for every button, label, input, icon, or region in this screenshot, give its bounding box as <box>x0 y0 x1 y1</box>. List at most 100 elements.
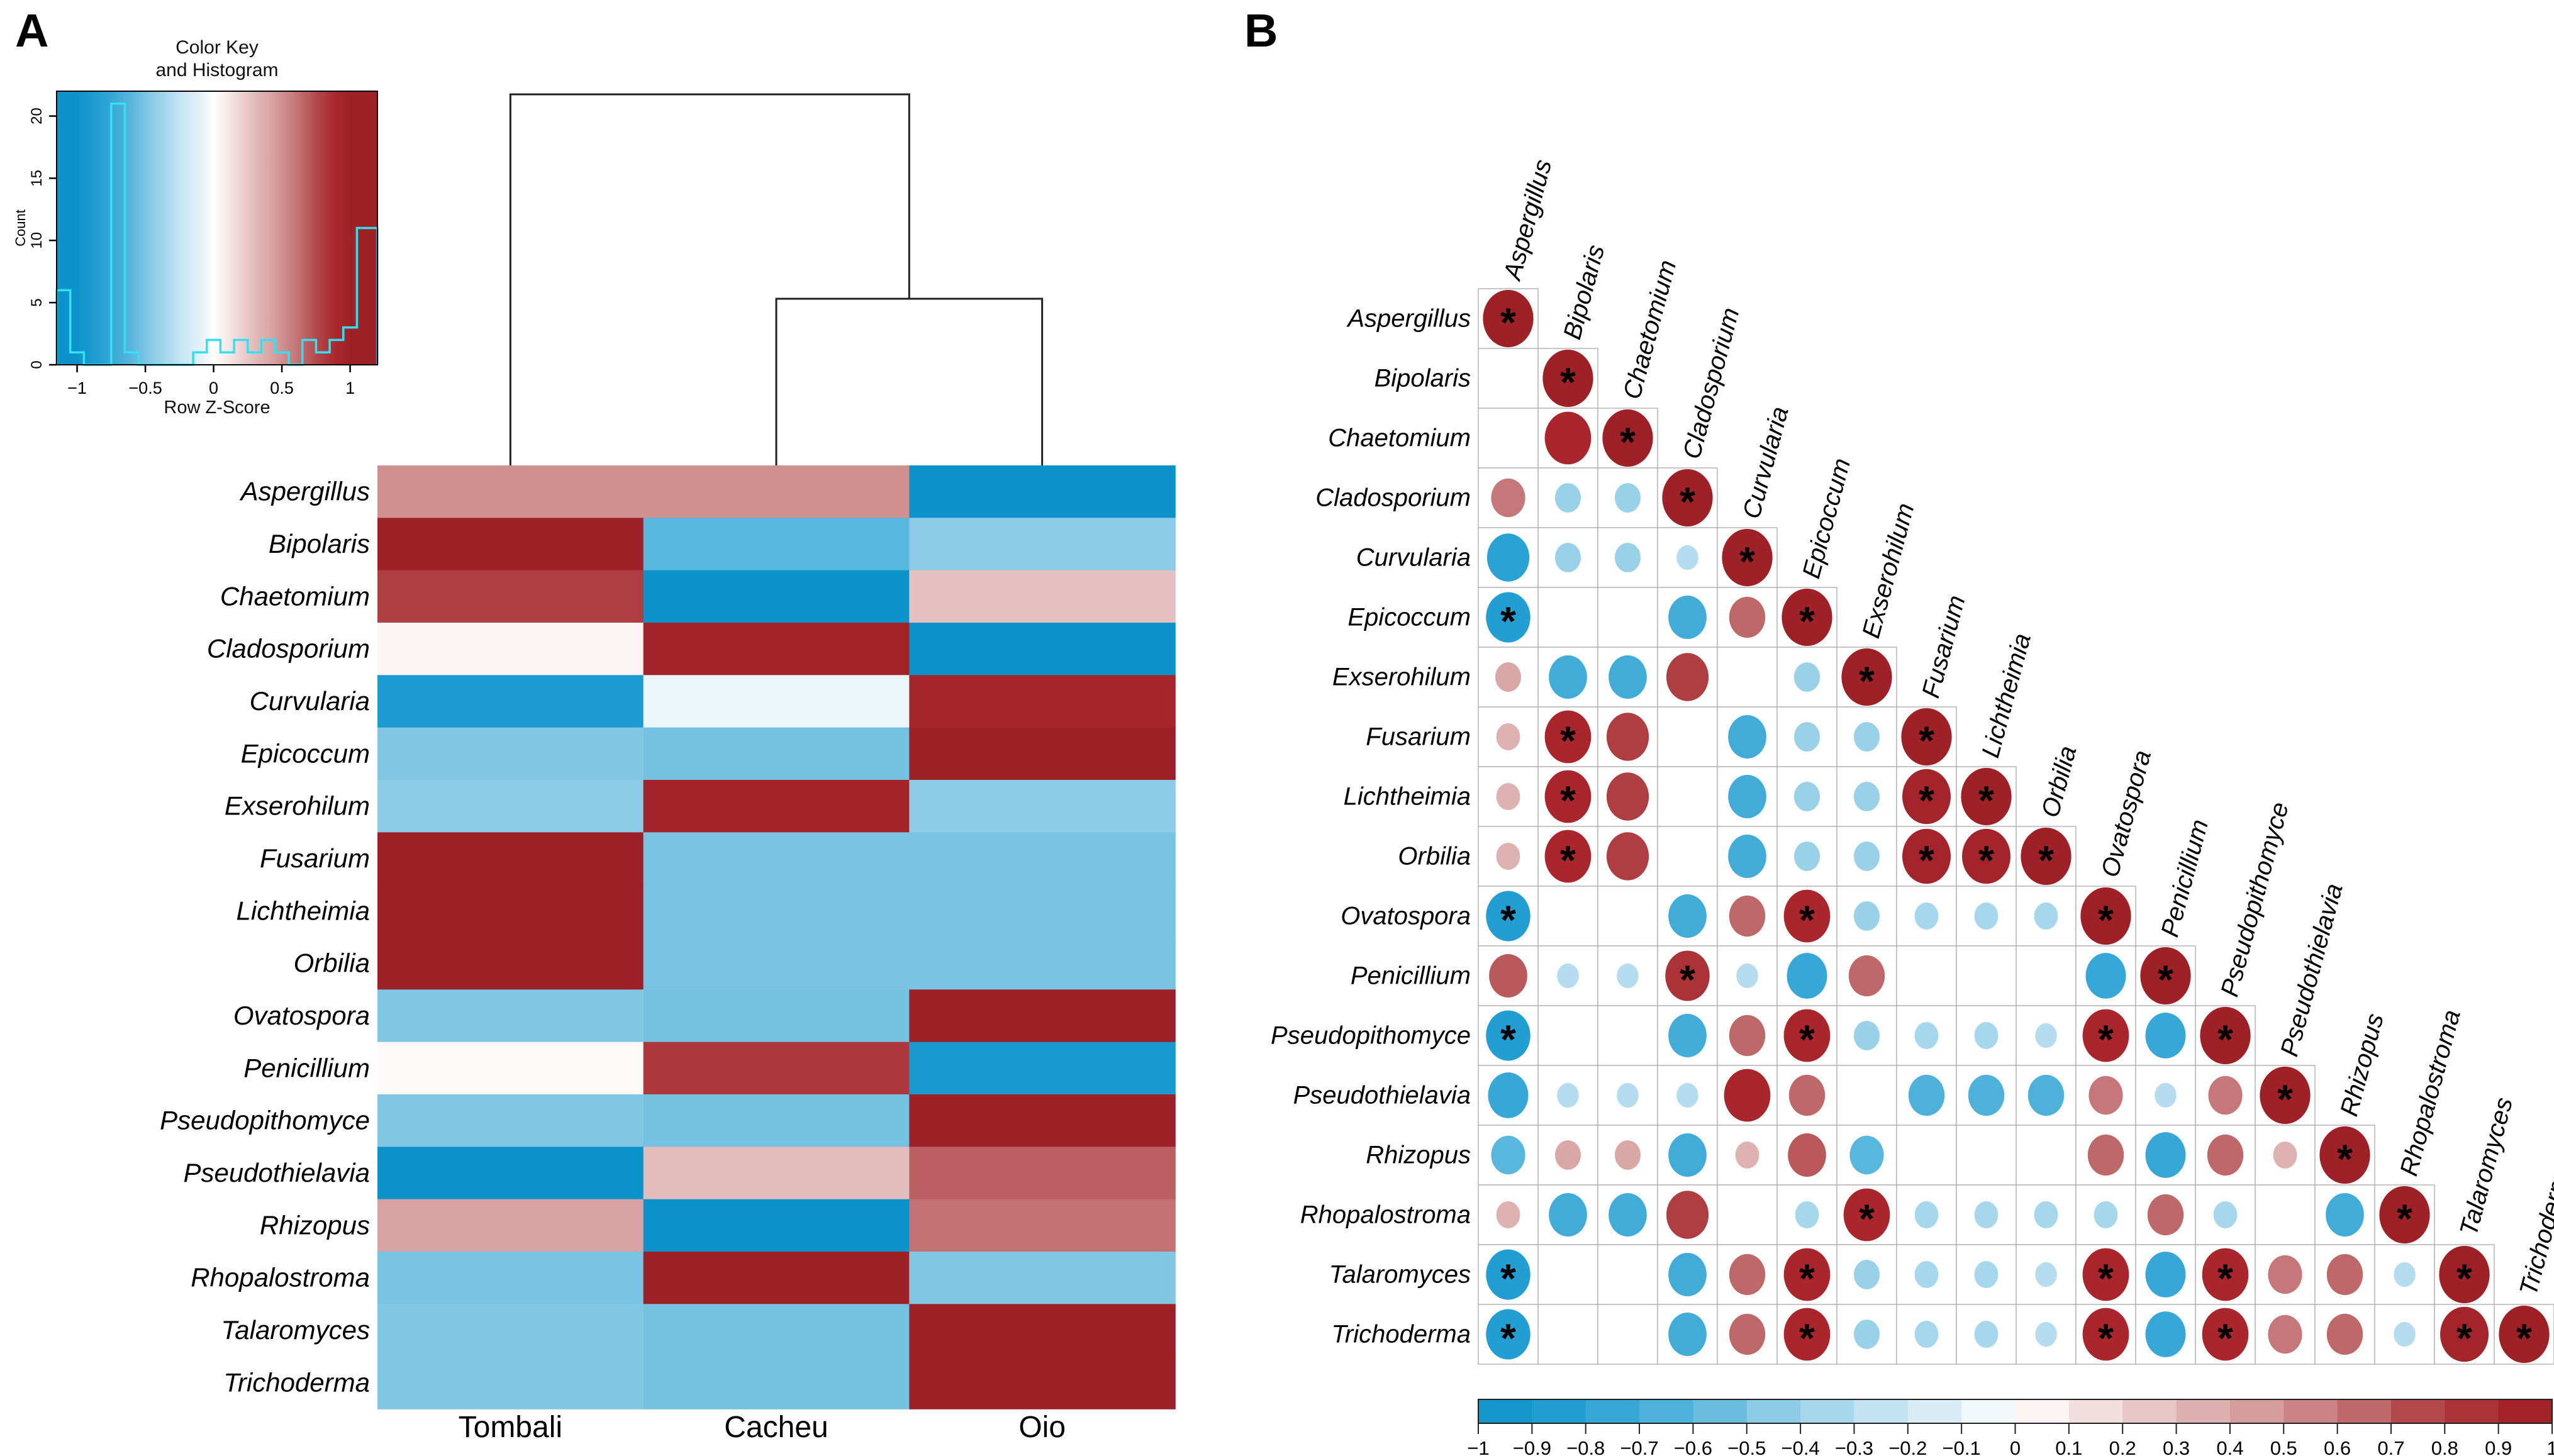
corr-circle <box>1668 1133 1707 1177</box>
colorbar-segment <box>1854 1399 1909 1423</box>
corr-row-label: Chaetomium <box>1328 425 1471 452</box>
corr-circle <box>1853 1320 1880 1349</box>
significance-asterisk: * <box>1978 778 1994 823</box>
corr-circle <box>1974 1201 1999 1229</box>
corr-circle <box>1489 954 1527 998</box>
colorbar-segment <box>2445 1399 2499 1423</box>
corr-circle <box>1488 1072 1529 1118</box>
colorbar-segment <box>1961 1399 2016 1423</box>
corr-circle <box>1848 955 1885 997</box>
corr-circle <box>1665 950 1710 1001</box>
colorbar-tick-label: 0.4 <box>2216 1437 2243 1456</box>
heatmap-cell <box>643 1199 910 1252</box>
corr-circle <box>2145 1252 2186 1298</box>
colorbar-tick-label: 0.1 <box>2055 1437 2082 1456</box>
corr-circle <box>1793 842 1821 871</box>
significance-asterisk: * <box>2158 957 2173 1003</box>
significance-asterisk: * <box>2098 897 2114 943</box>
color-key-y-tick-label: 20 <box>28 108 45 125</box>
corr-circle <box>1544 710 1592 764</box>
corr-circle <box>2082 1308 2129 1361</box>
colorbar-tick-label: 0.6 <box>2324 1437 2351 1456</box>
corr-circle <box>2208 1075 2243 1115</box>
corr-cell <box>1896 945 1957 1006</box>
corr-circle <box>2440 1306 2489 1362</box>
corr-circle <box>1841 648 1892 706</box>
colorbar-tick-label: 1 <box>2546 1437 2554 1456</box>
heatmap-cell <box>643 570 910 623</box>
corr-circle <box>1793 662 1821 692</box>
corr-circle <box>1666 653 1709 701</box>
heatmap-cell <box>377 1356 644 1409</box>
corr-circle <box>1729 596 1766 638</box>
corr-circle <box>1788 1133 1826 1177</box>
corr-cell <box>1597 1244 1658 1305</box>
corr-circle <box>1974 1260 1999 1289</box>
corr-circle <box>1729 1253 1766 1296</box>
corr-circle <box>1662 469 1713 527</box>
significance-asterisk: * <box>1919 718 1934 764</box>
corr-circle <box>1782 588 1832 647</box>
corr-circle <box>1549 1193 1587 1236</box>
significance-asterisk: * <box>1859 659 1875 704</box>
heatmap-row-label: Cladosporium <box>207 634 370 664</box>
heatmap-row-label: Pseudopithomyce <box>160 1106 370 1135</box>
corr-column-label: Orbilia <box>2036 743 2082 820</box>
corr-circle <box>1728 715 1766 759</box>
significance-asterisk: * <box>1500 300 1516 345</box>
color-key-x-tick-label: 0.5 <box>270 379 294 397</box>
corr-circle <box>1542 349 1593 408</box>
heatmap-row-label: Curvularia <box>250 686 370 716</box>
color-key-gradient <box>57 91 377 365</box>
significance-asterisk: * <box>1919 778 1934 823</box>
colorbar-segment <box>2337 1399 2392 1423</box>
corr-circle <box>2499 1305 2550 1364</box>
corr-circle <box>2394 1262 2416 1287</box>
heatmap-cell <box>909 1042 1176 1095</box>
heatmap-cell <box>643 623 910 676</box>
heatmap-cell <box>643 1094 910 1148</box>
corr-circle <box>1668 596 1707 639</box>
color-key-x-tick-label: −1 <box>67 379 87 397</box>
significance-asterisk: * <box>1500 1256 1516 1301</box>
corr-cell <box>1537 1304 1598 1365</box>
color-key-y-tick-label: 10 <box>28 232 45 249</box>
corr-cell <box>1597 886 1658 947</box>
corr-circle <box>2326 1253 2363 1296</box>
corr-cell <box>1597 587 1658 648</box>
colorbar-segment <box>1639 1399 1693 1423</box>
corr-cell <box>1597 1005 1658 1066</box>
corr-circle <box>1729 1313 1766 1355</box>
corr-circle <box>1486 1249 1531 1300</box>
corr-circle <box>1902 828 1951 884</box>
significance-asterisk: * <box>1799 1017 1815 1062</box>
colorbar-tick-label: −0.3 <box>1835 1437 1873 1456</box>
corr-circle <box>1496 782 1520 811</box>
corr-circle <box>2035 1023 2057 1048</box>
significance-asterisk: * <box>2098 1316 2114 1361</box>
corr-column-label: Lichtheimia <box>1977 631 2036 761</box>
colorbar-tick-label: −0.6 <box>1674 1437 1712 1456</box>
colorbar-segment <box>2068 1399 2123 1423</box>
corr-row-label: Rhizopus <box>1366 1142 1471 1169</box>
corr-column-label: Aspergillus <box>1498 157 1558 284</box>
corr-circle <box>1729 895 1766 937</box>
corr-circle <box>1668 1253 1707 1296</box>
corr-circle <box>1557 1082 1579 1108</box>
corr-circle <box>1914 1320 1939 1348</box>
corr-cell <box>1896 1125 1957 1186</box>
color-key-xlabel: Row Z-Score <box>164 397 270 418</box>
corr-row-label: Orbilia <box>1398 843 1471 870</box>
heatmap-column-label: Tombali <box>459 1411 562 1444</box>
corr-circle <box>2213 1201 2238 1229</box>
colorbar-segment <box>1800 1399 1855 1423</box>
corr-row-label: Curvularia <box>1356 544 1471 572</box>
heatmap-row-label: Pseudothielavia <box>183 1158 370 1187</box>
heatmap-cell <box>377 1094 644 1148</box>
corr-cell <box>1478 408 1539 469</box>
heatmap-cell <box>377 1042 644 1095</box>
corr-circle <box>1666 1191 1709 1239</box>
heatmap-row-label: Talaromyces <box>221 1315 370 1345</box>
corr-circle <box>1614 1140 1641 1170</box>
